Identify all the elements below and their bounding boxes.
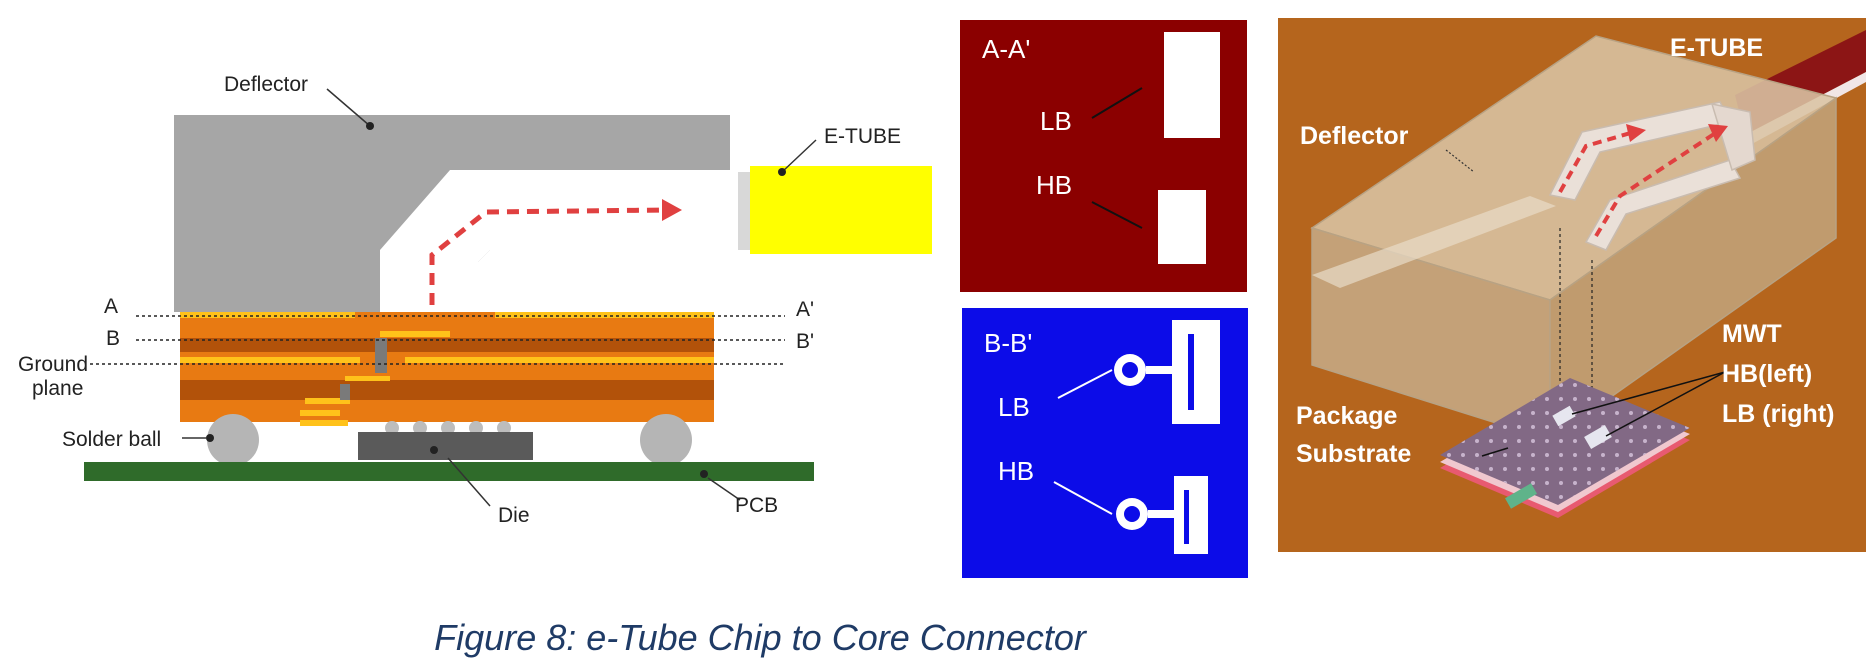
label-pcb: PCB	[735, 494, 778, 517]
bb-lb-leader	[1057, 369, 1113, 399]
label-die: Die	[498, 504, 530, 527]
micro-bumps	[385, 421, 511, 435]
signal-arrow-head	[662, 199, 682, 221]
package-substrate-layers	[180, 312, 714, 426]
section-bb-panel: B-B' LB HB	[962, 308, 1248, 578]
cross-section-diagram: Deflector E-TUBE A A' B B' Ground plane …	[18, 73, 932, 527]
aa-title: A-A'	[982, 34, 1030, 64]
deflector-waveguide-end	[1710, 103, 1756, 172]
iso-label-package-line1: Package	[1296, 402, 1398, 430]
bb-title: B-B'	[984, 328, 1032, 358]
bb-label-hb: HB	[998, 456, 1034, 486]
iso-arrow-hb-head	[1626, 124, 1646, 142]
aa-lb-leader	[1091, 87, 1143, 119]
package-top-dots	[1440, 378, 1690, 505]
label-section-b-prime: B'	[796, 330, 814, 353]
etube-block	[750, 166, 932, 254]
aa-label-lb: LB	[1040, 106, 1072, 136]
label-section-a-prime: A'	[796, 298, 814, 321]
mwt-hb-pad	[1552, 405, 1576, 427]
aa-hb-leader	[1091, 201, 1143, 229]
label-section-b: B	[106, 327, 120, 350]
die-block	[358, 432, 533, 460]
isometric-view-panel: E-TUBE Deflector MWT HB(left) LB (right)…	[1278, 18, 1866, 552]
etube-connector-stub	[738, 172, 752, 250]
iso-label-lb-right: LB (right)	[1722, 400, 1834, 428]
leader-dots	[206, 122, 786, 478]
label-section-a: A	[104, 295, 118, 318]
package-green-component	[1505, 483, 1537, 509]
deflector-channel	[380, 170, 730, 312]
iso-label-deflector: Deflector	[1300, 122, 1409, 150]
aa-hb-opening	[1158, 190, 1206, 264]
bb-hb-hole	[1124, 506, 1140, 522]
signal-arrow	[429, 207, 666, 305]
package-leader	[1481, 447, 1509, 457]
solder-ball-right	[640, 414, 692, 466]
label-ground-plane-line1: Ground	[18, 353, 88, 376]
bb-hb-leader	[1053, 481, 1113, 515]
aa-lb-opening	[1164, 32, 1220, 138]
iso-label-hb-left: HB(left)	[1722, 360, 1812, 388]
iso-label-mwt: MWT	[1722, 320, 1782, 348]
pcb-board	[84, 462, 814, 481]
section-aa-panel: A-A' LB HB	[960, 20, 1247, 292]
iso-arrow-lb	[1594, 132, 1716, 238]
bb-label-lb: LB	[998, 392, 1030, 422]
leader-lines	[182, 88, 817, 507]
deflector-waveguide-lb	[1584, 159, 1742, 251]
bb-hb-slot	[1184, 490, 1189, 544]
label-ground-plane-line2: plane	[32, 377, 83, 400]
label-deflector: Deflector	[224, 73, 308, 96]
figure-caption: Figure 8: e-Tube Chip to Core Connector	[434, 617, 1088, 658]
iso-label-etube: E-TUBE	[1670, 34, 1763, 62]
mwt-leaders	[1571, 371, 1726, 437]
mwt-lb-pad	[1584, 424, 1612, 450]
iso-label-package-line2: Substrate	[1296, 440, 1411, 468]
iso-deflector-leader	[1445, 149, 1475, 173]
label-solder-ball: Solder ball	[62, 428, 161, 451]
iso-arrow-lb-head	[1708, 124, 1728, 142]
aa-label-hb: HB	[1036, 170, 1072, 200]
iso-arrow-hb	[1558, 130, 1635, 193]
bb-lb-hole	[1122, 362, 1138, 378]
label-etube: E-TUBE	[824, 125, 901, 148]
bb-lb-slot	[1188, 334, 1194, 410]
box-channel-groove	[1312, 196, 1556, 288]
solder-ball-left	[207, 414, 259, 466]
